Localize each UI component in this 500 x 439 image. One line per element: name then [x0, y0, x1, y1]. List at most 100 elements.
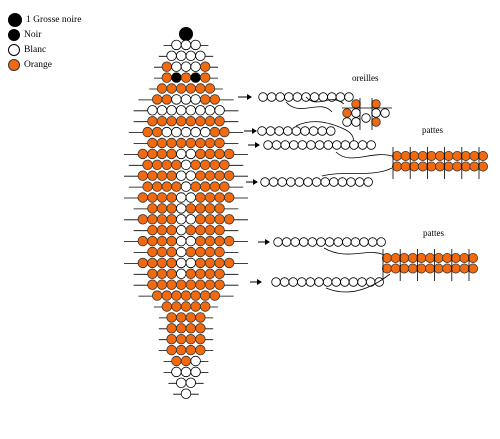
body-bead [171, 72, 182, 83]
paw-block-bottom-bead [442, 252, 453, 263]
body-bead [147, 257, 158, 269]
body-bead [185, 224, 197, 236]
body-bead [195, 257, 206, 269]
paws-strand-4-bead [376, 237, 386, 247]
paws-strand-3-bead [303, 177, 313, 187]
paw-block-bottom-bead [390, 252, 401, 263]
body-bead [147, 246, 158, 258]
body-bead [180, 126, 192, 138]
body-bead [166, 214, 177, 225]
body-bead [156, 137, 168, 149]
body-bead [161, 61, 173, 72]
paws-strand-5-bead [357, 277, 367, 287]
body-bead [156, 105, 168, 116]
body-bead [195, 246, 206, 258]
body-bead [147, 192, 158, 203]
paws-strand-1-bead [257, 126, 267, 136]
paws-strand-5-bead [374, 277, 384, 287]
body-bead [166, 170, 177, 181]
body-bead [161, 159, 173, 171]
body-bead [204, 105, 216, 116]
paw-block-top-bead [426, 150, 437, 161]
body-bead [137, 148, 149, 160]
ear-cluster-bead [342, 108, 352, 118]
body-bead [204, 148, 216, 160]
body-bead [166, 323, 177, 334]
paw-block-bottom-bead [433, 252, 444, 263]
body-bead [180, 159, 192, 171]
paws-strand-5-bead [331, 277, 341, 287]
ears-strand-bead [266, 92, 277, 102]
body-bead [204, 192, 216, 203]
body-bead [175, 377, 187, 389]
paws-strand-3-bead [277, 177, 287, 187]
body-bead [137, 214, 149, 225]
legend: 1 Grosse noire Noir Blanc Orange [8, 12, 81, 72]
paws-strand-4-bead [350, 237, 361, 247]
body-bead [195, 83, 206, 94]
paw-blocks [342, 98, 488, 281]
body-bead [175, 224, 187, 236]
body-bead [223, 192, 235, 203]
paw-block-bottom-bead [442, 263, 453, 274]
body-bead [223, 148, 235, 160]
paws-strand-2-bead [263, 140, 273, 150]
body-bead [161, 72, 173, 83]
ears-strand-bead [292, 92, 303, 102]
body-pattern [124, 26, 248, 399]
paws-thread-2 [335, 151, 393, 159]
body-bead [166, 148, 177, 160]
paw-block-bottom-bead [381, 263, 392, 274]
body-bead [209, 181, 221, 192]
paw-block-bottom-bead [459, 252, 470, 263]
body-bead [151, 181, 163, 192]
body-bead [142, 126, 153, 138]
body-bead [190, 94, 201, 105]
paws-strand-5-bead [271, 277, 281, 287]
body-bead [209, 126, 221, 138]
ears-strand-bead [284, 92, 294, 102]
body-bead [214, 192, 225, 203]
paws-strand-5-bead [314, 277, 324, 287]
body-bead [185, 148, 197, 160]
paw-block-top-bead [469, 161, 480, 172]
ear-cluster-bead [342, 117, 352, 127]
paws-strand-3-bead [286, 177, 296, 187]
paw-block-bottom-bead [416, 252, 427, 263]
body-bead [185, 323, 197, 334]
paws-strand-4-bead [290, 237, 300, 247]
body-bead [214, 224, 225, 236]
body-bead [161, 126, 173, 138]
body-bead [156, 214, 168, 225]
body-bead [151, 159, 163, 171]
body-bead [199, 290, 211, 301]
paw-block-top-bead [434, 150, 445, 161]
paws-strand-4-bead [316, 237, 326, 247]
body-bead [156, 170, 168, 181]
body-bead [190, 126, 201, 138]
body-bead [156, 257, 168, 269]
body-bead [137, 235, 149, 247]
legend-label-white: Blanc [24, 44, 47, 55]
body-bead [147, 148, 158, 160]
body-bead [190, 290, 201, 301]
paws-strand-5-bead [288, 277, 298, 287]
body-bead [161, 290, 173, 301]
body-bead [214, 235, 225, 247]
paws-top-label: pattes [422, 125, 443, 135]
paw-block-top-bead [409, 150, 420, 161]
body-bead [147, 137, 158, 149]
paws-strand-2-bead [306, 140, 316, 150]
body-bead [199, 126, 211, 138]
body-bead [175, 279, 187, 290]
body-bead [214, 257, 225, 269]
paw-block-top-bead [443, 161, 454, 172]
body-bead [166, 257, 177, 269]
body-bead [151, 126, 163, 138]
body-bead [199, 94, 211, 105]
legend-label-big-black: 1 Grosse noire [26, 14, 82, 25]
body-bead [190, 355, 201, 367]
body-bead [185, 235, 197, 247]
paws-thread-5 [325, 273, 391, 293]
paws-strand-4-bead [281, 237, 292, 247]
